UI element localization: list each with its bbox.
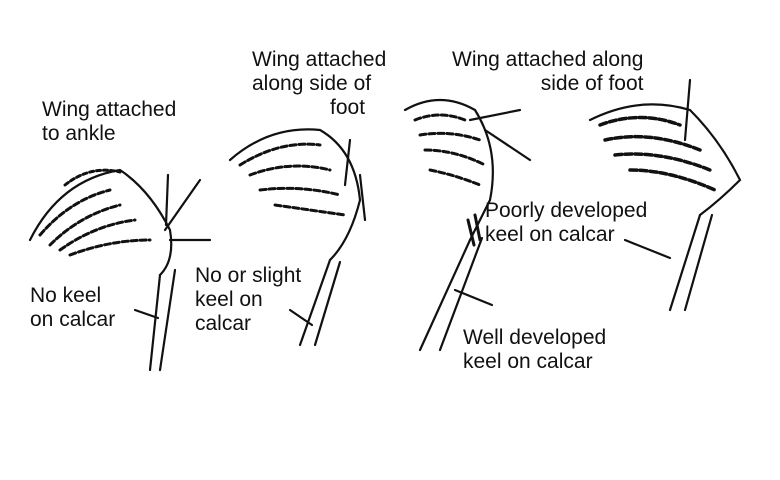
label-well-developed-keel: Well developed keel on calcar xyxy=(463,326,606,374)
foot-sketch-3 xyxy=(403,99,532,352)
foot-sketch-1 xyxy=(28,168,212,372)
label-line: No keel xyxy=(30,284,102,307)
foot-sketch-4 xyxy=(588,78,742,312)
label-no-or-slight-keel: No or slight keel on calcar xyxy=(195,264,301,336)
label-no-keel: No keel on calcar xyxy=(30,284,115,332)
label-line: Wing attached xyxy=(252,48,387,71)
label-poorly-developed-keel: Poorly developed keel on calcar xyxy=(485,199,647,247)
label-line: to ankle xyxy=(42,122,116,145)
label-line: No or slight xyxy=(195,264,302,287)
label-line: side of foot xyxy=(540,72,644,95)
label-line: Wing attached along xyxy=(452,48,644,71)
foot-sketch-2 xyxy=(228,128,367,347)
label-line: Wing attached xyxy=(42,98,177,121)
label-wing-along-side-2: Wing attached along side of foot xyxy=(252,48,386,120)
label-line: keel on calcar xyxy=(463,350,593,373)
label-line: calcar xyxy=(195,312,252,335)
label-wing-along-side-3: Wing attached along side of foot xyxy=(452,48,643,96)
label-line: keel on calcar xyxy=(485,223,615,246)
label-line: on calcar xyxy=(30,308,116,331)
label-wing-attached-to-ankle: Wing attached to ankle xyxy=(42,98,176,146)
label-line: Well developed xyxy=(463,326,607,349)
label-line: Poorly developed xyxy=(485,199,648,222)
label-line: along side of xyxy=(252,72,372,95)
label-line: keel on xyxy=(195,288,263,311)
label-line: foot xyxy=(330,96,366,119)
